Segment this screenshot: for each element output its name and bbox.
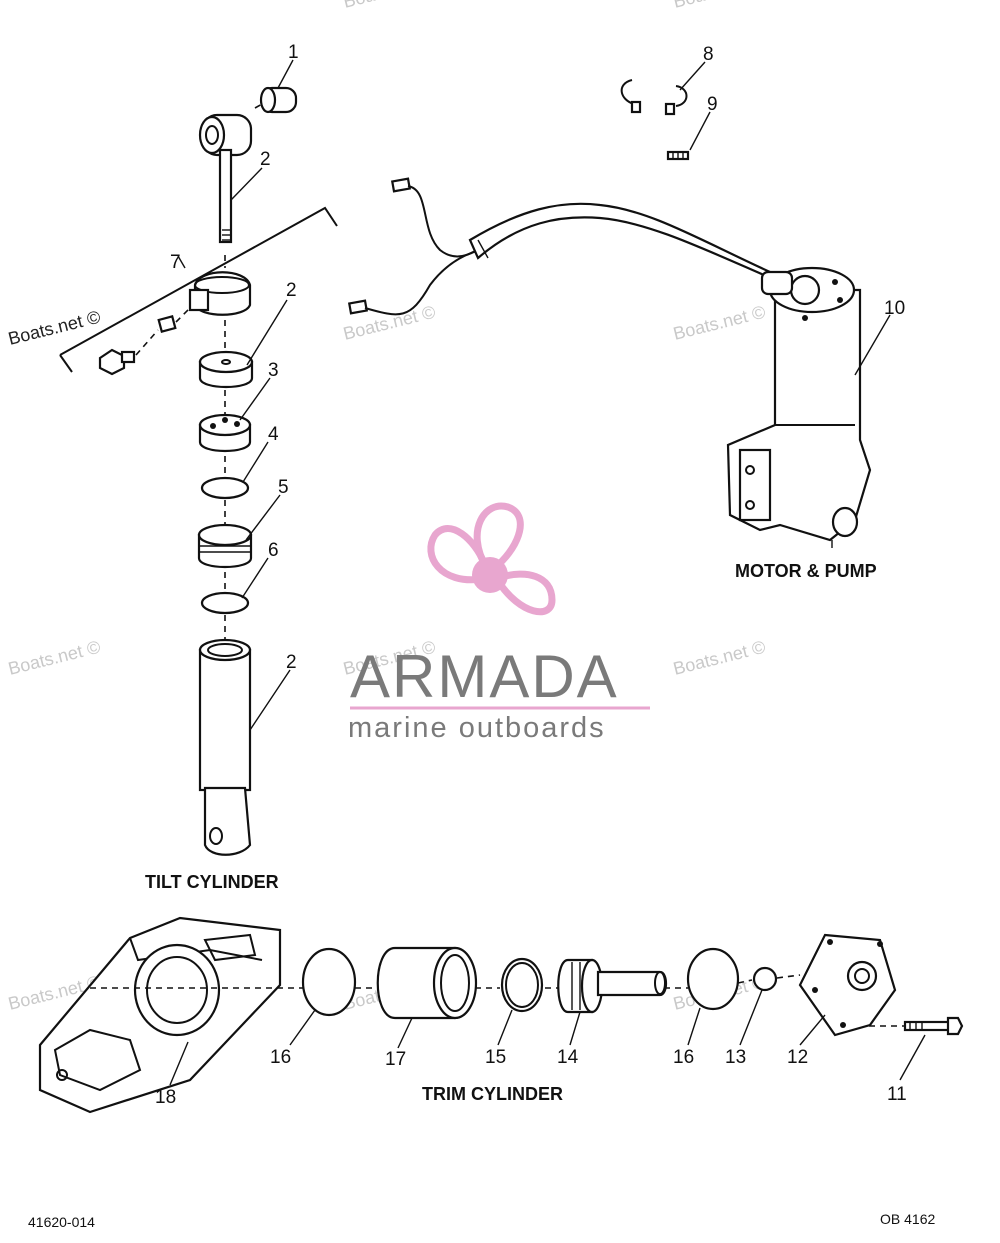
callout-number: 14 <box>557 1047 579 1068</box>
watermark-text: Boats.net © <box>6 307 102 349</box>
callout-number: 5 <box>278 477 289 498</box>
o-ring-icon <box>200 476 250 500</box>
trim-sleeve-icon <box>376 946 478 1020</box>
callout-number: 11 <box>887 1084 907 1105</box>
callout-number: 2 <box>286 280 297 301</box>
trim-cylinder-assembly: 16 17 15 14 16 13 12 11 18 TRIM CYLINDER <box>38 916 964 1114</box>
cylinder-body-icon <box>198 638 252 856</box>
watermark-text: Boats.net © <box>671 637 767 679</box>
watermark-layer: Boats.net © Boats.net © Boats.net © Boat… <box>6 0 767 1014</box>
callout-number: 15 <box>485 1047 506 1068</box>
screw-icon <box>666 150 690 161</box>
trim-housing-icon <box>38 916 282 1114</box>
end-cap-icon <box>798 933 897 1037</box>
callout-number: 2 <box>260 149 271 170</box>
callout-number: 1 <box>288 42 299 63</box>
watermark-text: Boats.net © <box>341 0 437 12</box>
callout-number: 2 <box>286 652 297 673</box>
tilt-rod-icon <box>198 113 253 244</box>
trim-piston-icon <box>557 958 668 1014</box>
watermark-text: Boats.net © <box>671 302 767 344</box>
callout-number: 9 <box>707 94 718 115</box>
tilt-cylinder-caption: TILT CYLINDER <box>145 872 279 892</box>
callout-number: 10 <box>884 298 905 319</box>
motor-pump-assembly: 8 9 10 MOTOR & PUMP <box>347 44 905 581</box>
callout-number: 7 <box>170 252 181 273</box>
trim-cylinder-caption: TRIM CYLINDER <box>422 1084 563 1104</box>
callout-number: 3 <box>268 360 279 381</box>
motor-pump-icon <box>347 177 872 548</box>
watermark-text: Boats.net © <box>671 0 767 12</box>
check-ball-icon <box>752 966 778 992</box>
o-ring-icon <box>200 591 250 615</box>
callout-number: 8 <box>703 44 714 65</box>
callout-number: 4 <box>268 424 279 445</box>
piston-icon <box>197 523 253 568</box>
wire-clip-icon <box>620 79 688 116</box>
callout-number: 16 <box>270 1047 291 1068</box>
footer-right-code: OB 4162 <box>880 1211 935 1227</box>
o-ring-icon <box>686 947 740 1011</box>
callout-number: 6 <box>268 540 279 561</box>
spacer-icon <box>198 350 254 388</box>
bracket-clamp-icon <box>98 271 252 376</box>
callout-number: 18 <box>155 1087 176 1108</box>
o-ring-icon <box>500 957 544 1013</box>
propeller-icon <box>427 502 556 616</box>
footer-left-code: 41620-014 <box>28 1214 95 1230</box>
callout-number: 13 <box>725 1047 746 1068</box>
callout-number: 16 <box>673 1047 694 1068</box>
o-ring-icon <box>301 947 357 1017</box>
motor-pump-caption: MOTOR & PUMP <box>735 561 877 581</box>
callout-number: 12 <box>787 1047 808 1068</box>
cylinder-cap-icon <box>198 413 252 452</box>
bolt-icon <box>903 1016 964 1036</box>
watermark-text: Boats.net © <box>6 637 102 679</box>
brand-tagline: marine outboards <box>348 712 606 744</box>
tilt-cylinder-assembly: 1 2 7 2 3 4 5 6 2 TILT CYLINDER <box>59 42 338 892</box>
bushing-icon <box>259 86 298 114</box>
callout-number: 17 <box>385 1049 406 1070</box>
brand-name: ARMADA <box>350 643 619 710</box>
brand-logo: ARMADA marine outboards <box>348 502 650 744</box>
